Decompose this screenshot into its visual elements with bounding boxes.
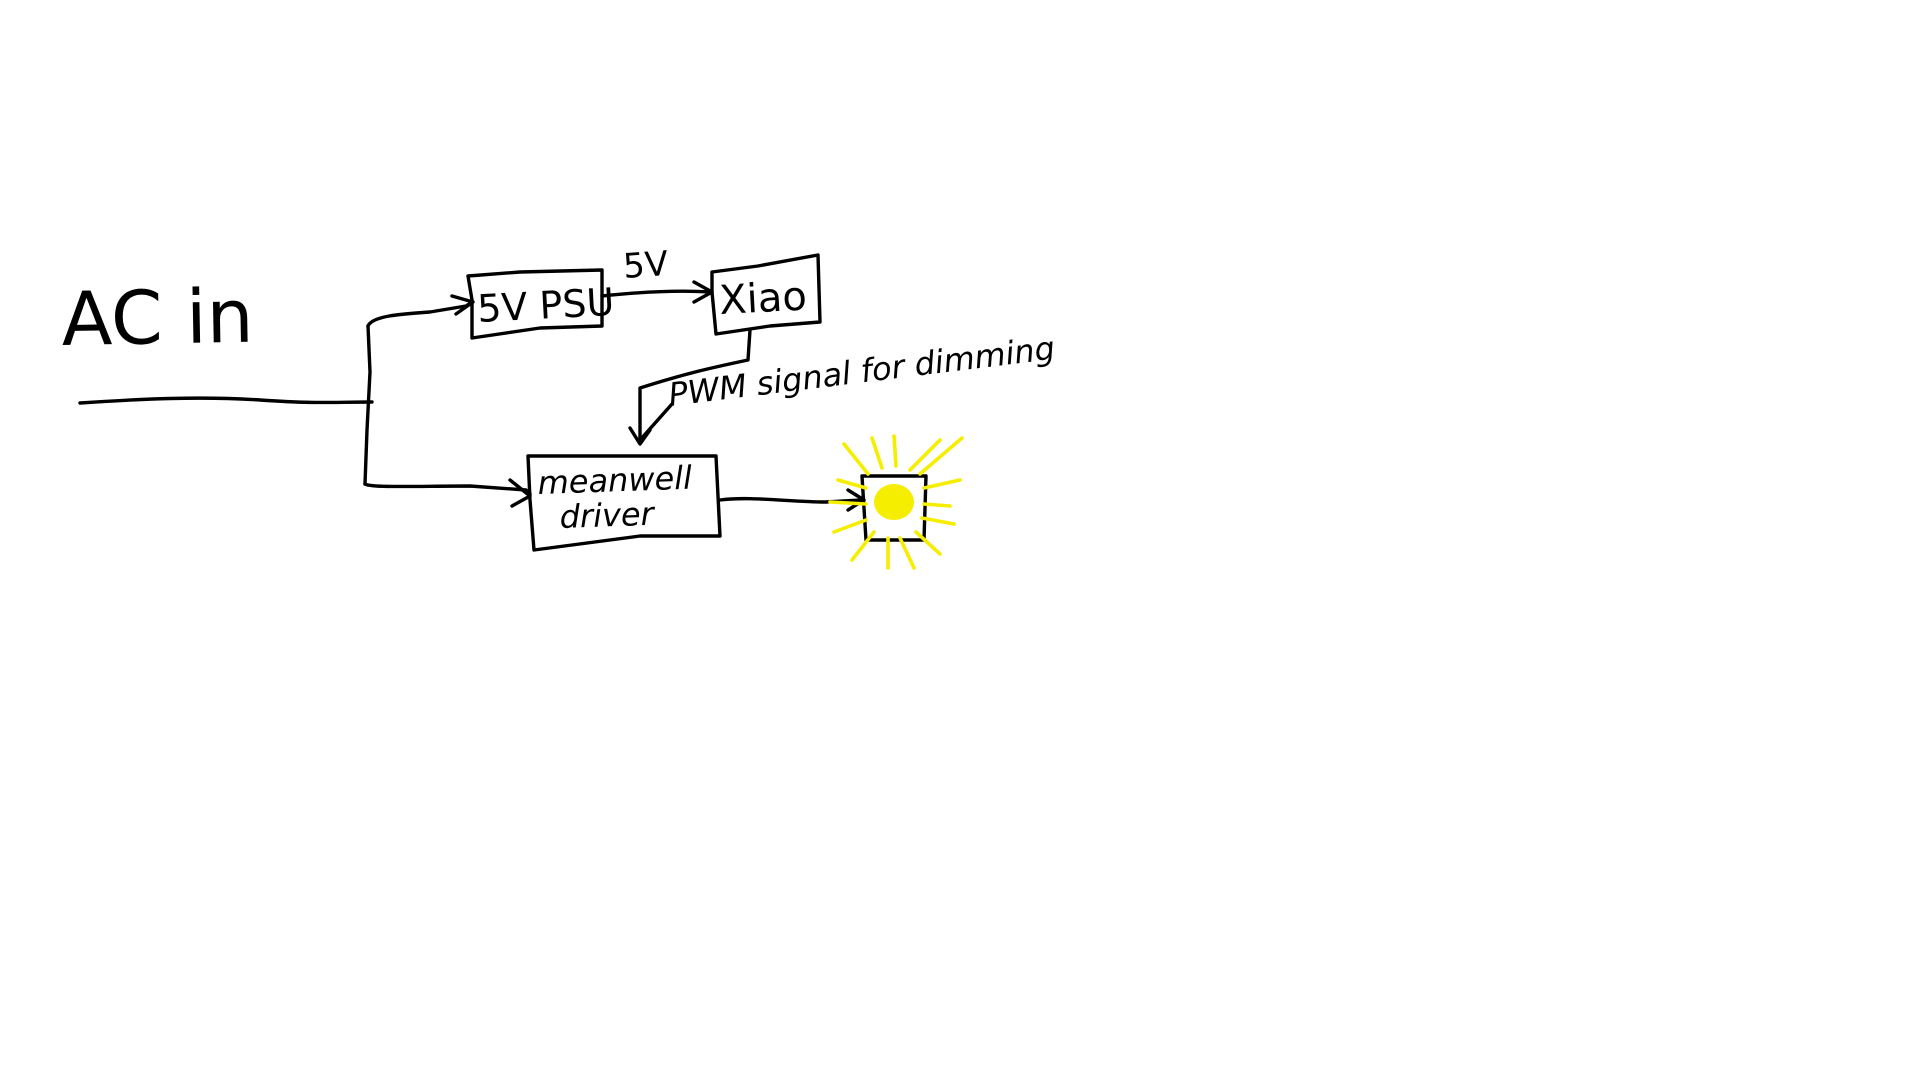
psu-label: 5V PSU xyxy=(476,280,615,331)
edge-driver-to-lamp xyxy=(718,496,864,504)
ac-input-line xyxy=(78,396,374,405)
branch-to-driver xyxy=(363,482,532,496)
driver-label-line2: driver xyxy=(559,495,656,536)
driver-label-line1: meanwell xyxy=(537,459,693,502)
mcu-box xyxy=(710,253,822,336)
split-trunk xyxy=(363,324,372,486)
ac-in-label: AC in xyxy=(61,274,254,363)
edge-psu-to-mcu xyxy=(600,289,712,298)
psu-box xyxy=(466,268,604,340)
mcu-label: Xiao xyxy=(718,273,808,324)
edge-mcu-to-driver-arrowhead xyxy=(628,426,652,446)
edge-psu-to-mcu-label: 5V xyxy=(622,244,670,287)
lamp-glow-rays xyxy=(828,434,964,570)
edge-mcu-to-driver-label: PWM signal for dimming xyxy=(666,329,1056,414)
branch-to-psu xyxy=(366,300,474,328)
edge-mcu-to-driver xyxy=(638,328,752,442)
driver-box xyxy=(526,454,722,552)
lamp-bulb xyxy=(874,484,914,520)
branch-to-driver-arrowhead xyxy=(508,478,532,508)
lamp xyxy=(828,434,964,570)
